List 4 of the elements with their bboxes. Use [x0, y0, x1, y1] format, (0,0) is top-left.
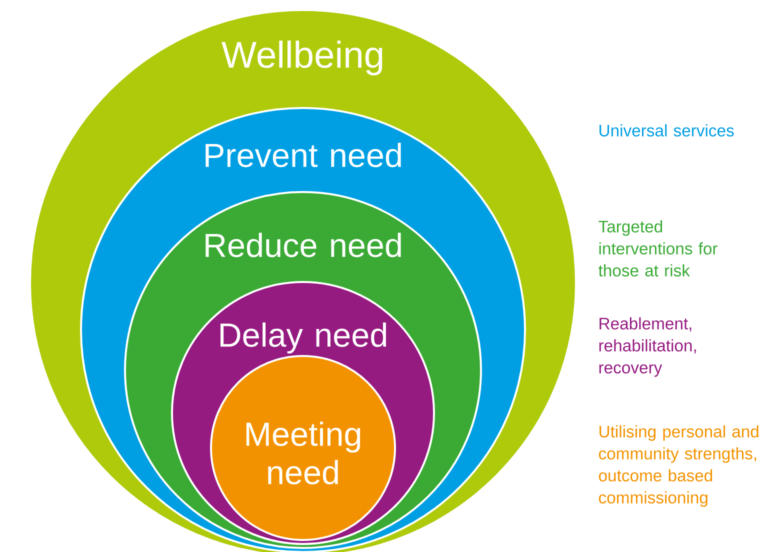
side-note: Universal services: [600, 124, 734, 136]
side-note: Utilising personal and community strengths, outcome based commissioning: [598, 425, 758, 507]
side-note: Reablement, rehabilitation, recovery: [599, 317, 696, 377]
side-note: Targeted interventions for those at risk: [598, 220, 718, 276]
